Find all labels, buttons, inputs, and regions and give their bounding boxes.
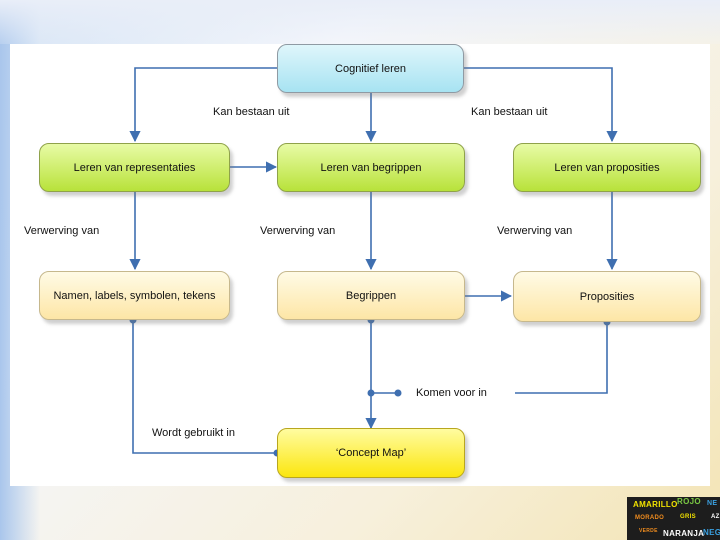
logo-word: MORADO: [635, 515, 665, 521]
node-label: Begrippen: [345, 289, 397, 302]
connector-dot: [367, 389, 375, 397]
connector-proposities-to-conceptmap: [515, 322, 608, 394]
node-leren-begrippen: Leren van begrippen: [277, 143, 465, 192]
logo-word: ROJO: [677, 497, 701, 506]
node-label: Leren van proposities: [554, 161, 660, 174]
node-label: Leren van representaties: [73, 161, 196, 174]
node-leren-representaties: Leren van representaties: [39, 143, 230, 192]
logo-word: VERDE: [639, 528, 658, 534]
connector-dot: [394, 389, 402, 397]
connector-top-left: [129, 67, 277, 143]
logo-word: NEG: [703, 528, 720, 537]
edge-label-komen-voor-in: Komen voor in: [416, 387, 487, 399]
logo-word: NARANJA: [663, 529, 705, 538]
node-begrippen: Begrippen: [277, 271, 465, 320]
logo-word: GRIS: [680, 514, 696, 520]
node-namen-labels: Namen, labels, symbolen, tekens: [39, 271, 230, 320]
edge-label-verwerving-left: Verwerving van: [24, 225, 100, 237]
logo-word: AMARILLO: [633, 500, 678, 509]
logo-word: AZ: [711, 514, 720, 520]
node-proposities: Proposities: [513, 271, 701, 322]
node-cognitief-leren: Cognitief leren: [277, 44, 464, 93]
edge-label-verwerving-right: Verwerving van: [497, 225, 573, 237]
color-words-logo: AMARILLO ROJO NE MORADO GRIS AZ VERDE NA…: [627, 497, 720, 540]
background-glow-top: [0, 0, 720, 44]
node-concept-map: ‘Concept Map’: [277, 428, 465, 478]
node-leren-proposities: Leren van proposities: [513, 143, 701, 192]
node-label: ‘Concept Map’: [335, 447, 407, 459]
logo-word: NE: [707, 500, 718, 507]
node-label: Leren van begrippen: [320, 161, 422, 174]
connector-top-right: [464, 67, 618, 143]
node-label: Namen, labels, symbolen, tekens: [53, 289, 216, 302]
edge-label-verwerving-center: Verwerving van: [260, 225, 336, 237]
diagram-panel: [10, 44, 710, 486]
edge-label-kan-bestaan-right: Kan bestaan uit: [471, 106, 548, 118]
connector-namen-to-conceptmap: [132, 320, 277, 454]
node-label: Cognitief leren: [335, 62, 406, 75]
edge-label-wordt-gebruikt-in: Wordt gebruikt in: [152, 427, 235, 439]
node-label: Proposities: [579, 290, 635, 303]
edge-label-kan-bestaan-left: Kan bestaan uit: [213, 106, 290, 118]
